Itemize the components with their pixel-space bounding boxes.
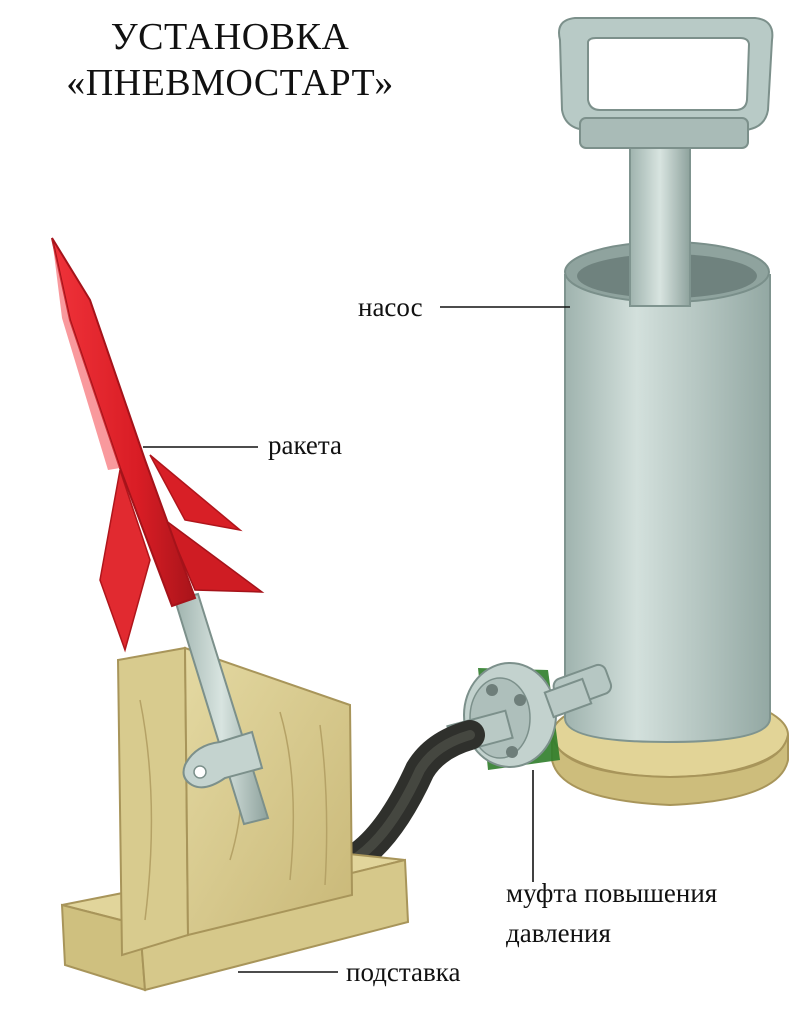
coupling-connector: [543, 677, 593, 719]
rocket-fin-upper-right: [149, 454, 243, 532]
rocket: [51, 237, 265, 653]
pressure-coupling: [446, 662, 593, 770]
coupling-bolt: [506, 746, 518, 758]
rocket-body: [51, 237, 197, 608]
coupling-bolt: [514, 694, 526, 706]
page-title: УСТАНОВКА «ПНЕВМОСТАРТ»: [0, 14, 460, 106]
coupling-label-line-2: давления: [506, 918, 611, 948]
title-line-2: «ПНЕВМОСТАРТ»: [66, 62, 394, 104]
coupling-bolt: [486, 684, 498, 696]
stand: [60, 646, 410, 992]
clamp-hole: [193, 765, 207, 779]
pump-cylinder: [564, 274, 771, 744]
rocket-label: ракета: [268, 430, 343, 460]
pump: [551, 17, 789, 807]
pump-base-side: [551, 734, 789, 807]
pump-label: насос: [358, 292, 423, 322]
pump-rod: [629, 137, 691, 307]
title-line-1: УСТАНОВКА: [110, 16, 350, 58]
pump-handle-bar: [579, 117, 749, 149]
pump-handle: [558, 17, 774, 131]
stand-board-front: [116, 646, 190, 957]
rocket-fin-left: [99, 469, 151, 653]
coupling-label-line-1: муфта повышения: [506, 878, 718, 908]
stand-label: подставка: [346, 957, 461, 987]
